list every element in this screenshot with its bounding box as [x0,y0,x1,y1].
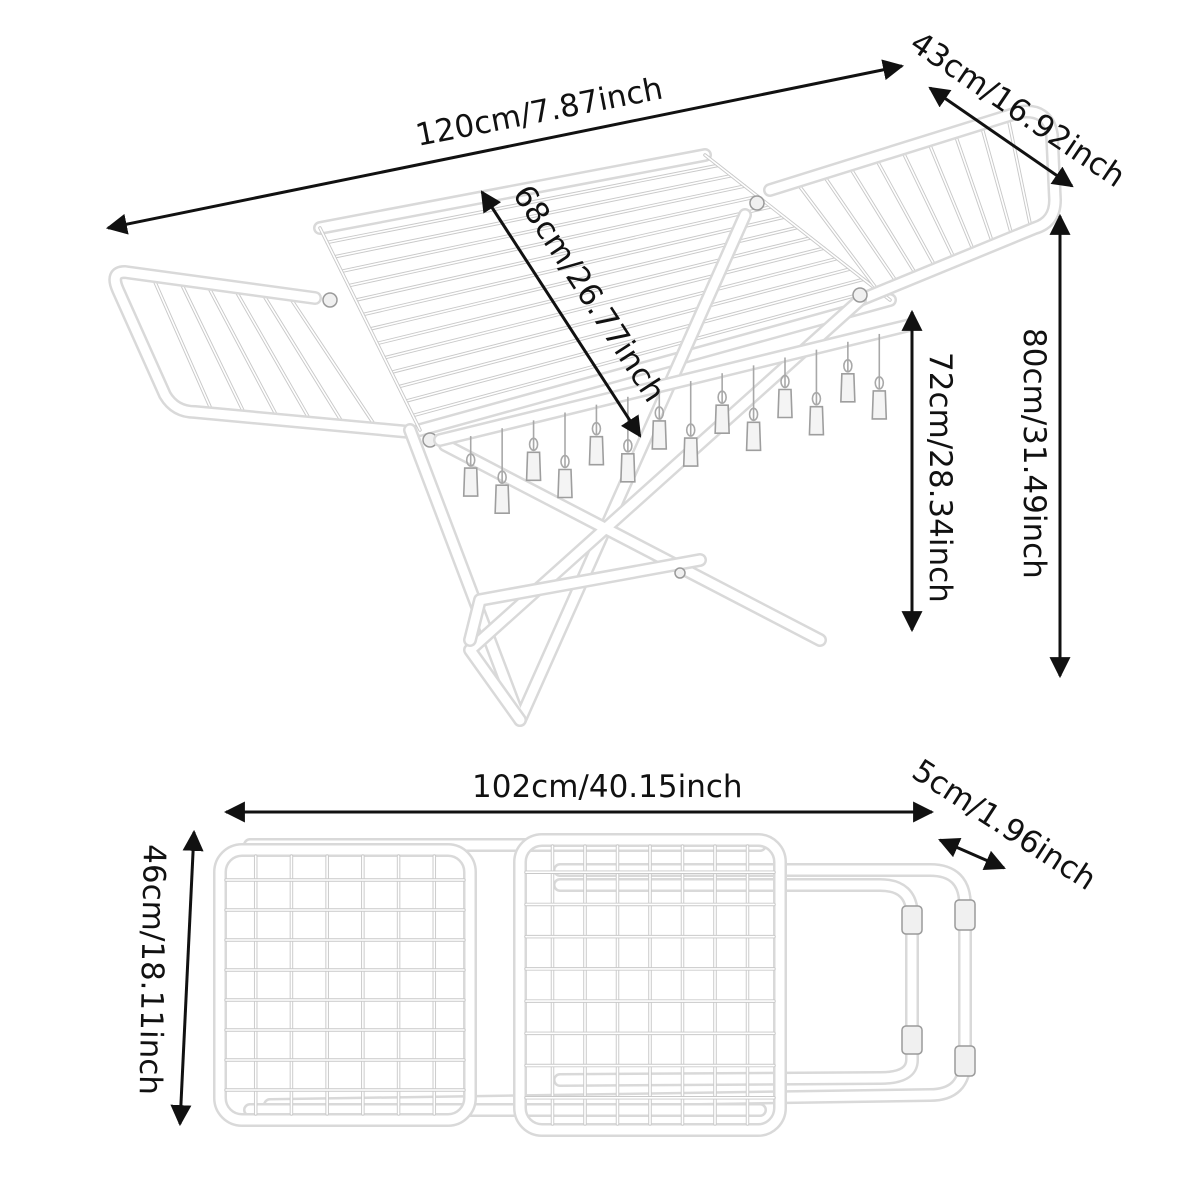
peg-ring [748,407,759,422]
peg-ring [685,423,696,437]
peg-clip [588,435,605,466]
left-wing-frame-highlight [110,267,415,437]
peg-clip [745,421,762,452]
drying-rack-folded [213,833,976,1137]
leg-joint [954,899,976,931]
leg-joint [901,905,923,935]
rack-wire-highlight [981,126,1013,237]
peg-clip [557,468,573,499]
peg-clip [525,451,542,482]
dimension-total-height: 80cm/31.49inch [1016,213,1071,679]
peg-ring [623,438,633,453]
rack-wire-highlight [232,286,313,424]
peg-ring [465,453,476,467]
peg-ring [497,470,507,485]
rack-wire-highlight [287,293,378,430]
drying-rack-unfolded [108,104,1062,727]
folded-wing-grid-right [513,833,787,1137]
rack-wire-highlight [901,150,956,261]
hinge-joint [674,567,686,579]
peg-clip [808,405,825,436]
folded-frame-highlight [515,835,785,1135]
peg-ring [843,358,853,373]
dimension-top-length: 120cm/7.87inch [105,59,905,235]
peg-ring [560,454,570,469]
peg-clip [651,420,668,450]
peg-clip [494,484,510,515]
folded-frame [213,843,477,1127]
hinge-joint [322,292,338,308]
peg-clip [840,372,856,403]
hinge-joint [749,195,765,211]
hinge-joint [852,287,868,303]
peg-clip [777,388,793,419]
left-wing [108,265,417,439]
rack-wire-highlight [178,278,247,418]
peg-ring [780,374,790,389]
peg-ring [528,437,539,452]
right-wing [763,104,1062,307]
peg-clip [714,404,730,435]
folded-wing-grid-left [213,843,477,1127]
peg-ring [717,390,727,405]
rack-wire-highlight [151,274,214,414]
rack-wire-highlight [928,142,975,253]
rack-wire-highlight [259,289,346,427]
peg-clip [682,437,699,467]
dimension-folded-length: 102cm/40.15inch [223,769,935,823]
dimension-inner-height: 72cm/28.34inch [901,309,958,633]
folded-frame-highlight [215,845,475,1125]
clothes-pegs [462,333,888,515]
leg-joint [954,1045,976,1077]
peg-clip [462,467,479,497]
label-inner-height: 72cm/28.34inch [922,352,958,603]
label-total-height: 80cm/31.49inch [1016,328,1052,579]
rack-wire-highlight [205,282,280,421]
dimension-folded-width: 46cm/18.11inch [132,829,204,1127]
peg-ring [654,406,665,420]
rack-wire-highlight [875,158,937,269]
rack-wire-highlight [319,227,421,431]
peg-clip [871,390,888,420]
peg-clip [620,452,636,483]
peg-ring [811,391,822,406]
label-folded-length: 102cm/40.15inch [472,769,743,805]
x-frame-legs [322,195,868,727]
label-folded-width: 46cm/18.11inch [132,844,172,1095]
leg-joint [901,1025,923,1055]
peg-ring [874,376,885,390]
